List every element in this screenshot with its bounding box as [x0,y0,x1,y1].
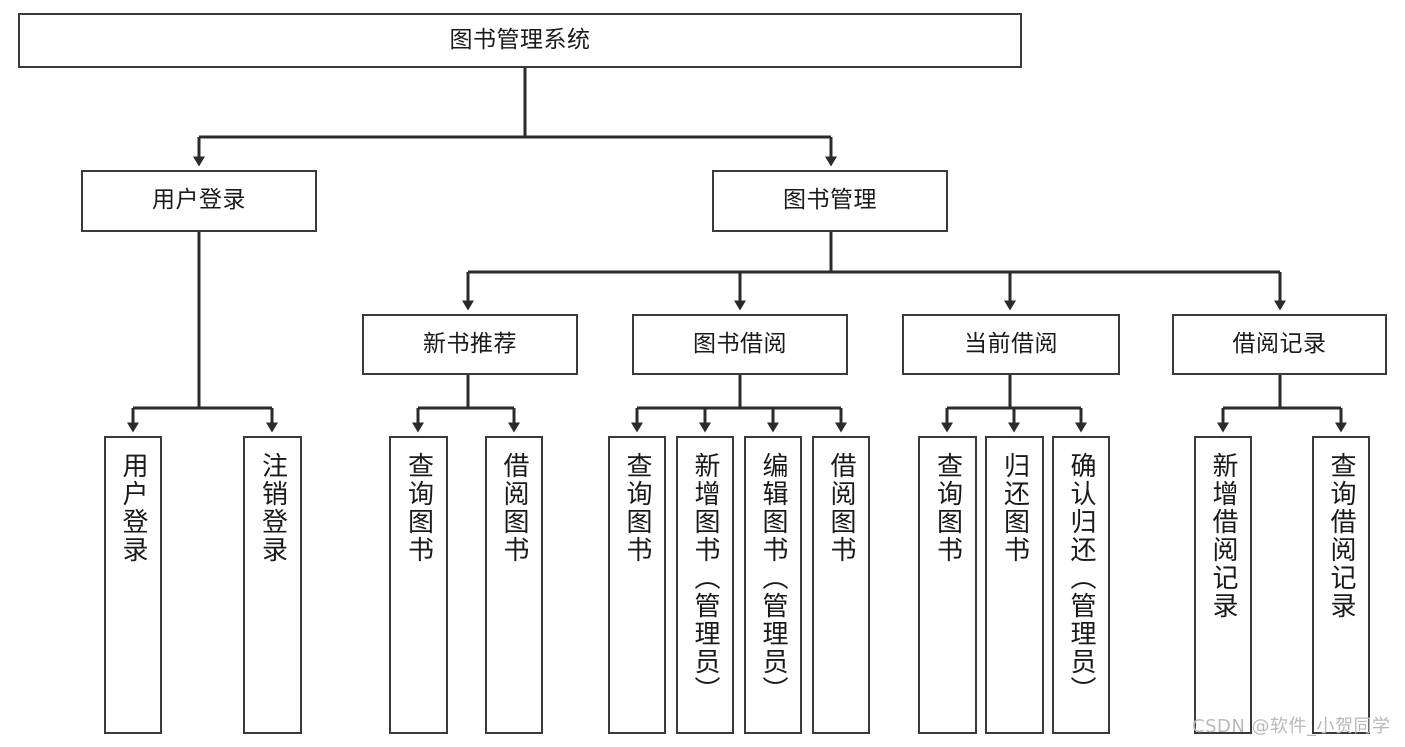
leaf-user-login-label: 用户登录 [118,452,149,564]
node-user-login-label: 用户登录 [152,187,246,214]
node-book-borrowing-label: 图书借阅 [693,330,787,357]
leaf-logout[interactable]: 注销登录 [243,436,302,734]
leaf-query-book-current-label: 查询图书 [932,452,963,564]
node-root-label: 图书管理系统 [449,26,591,53]
node-book-management[interactable]: 图书管理 [712,170,948,232]
leaf-query-book-borrowing-label: 查询图书 [622,452,653,564]
watermark-text: CSDN @软件_小贺同学 [1192,716,1391,737]
node-new-book-recommend[interactable]: 新书推荐 [362,314,578,375]
node-borrow-records-label: 借阅记录 [1232,330,1327,357]
node-current-borrowing[interactable]: 当前借阅 [902,314,1120,375]
node-new-book-recommend-label: 新书推荐 [423,330,517,357]
node-borrow-records[interactable]: 借阅记录 [1172,314,1387,375]
leaf-return-book[interactable]: 归还图书 [985,436,1044,734]
leaf-query-book-borrowing[interactable]: 查询图书 [608,436,666,734]
leaf-user-login[interactable]: 用户登录 [104,436,162,734]
node-book-management-label: 图书管理 [783,187,877,214]
leaf-return-book-label: 归还图书 [999,452,1030,564]
leaf-query-borrow-record-label: 查询借阅记录 [1326,452,1357,620]
leaf-add-book-admin[interactable]: 新增图书（管理员） [676,436,734,734]
leaf-borrow-book-borrowing-label: 借阅图书 [826,452,857,564]
leaf-borrow-book-newbook[interactable]: 借阅图书 [485,436,543,734]
leaf-query-book-current[interactable]: 查询图书 [918,436,977,734]
leaf-borrow-book-borrowing[interactable]: 借阅图书 [812,436,870,734]
leaf-edit-book-admin[interactable]: 编辑图书（管理员） [744,436,802,734]
leaf-borrow-book-newbook-label: 借阅图书 [499,452,530,564]
leaf-confirm-return-admin-label: 确认归还（管理员） [1066,452,1097,704]
node-book-borrowing[interactable]: 图书借阅 [632,314,848,375]
leaf-query-book-newbook-label: 查询图书 [403,452,434,564]
leaf-add-book-admin-label: 新增图书（管理员） [690,452,721,704]
node-current-borrowing-label: 当前借阅 [964,330,1058,357]
leaf-logout-label: 注销登录 [257,452,288,564]
node-user-login[interactable]: 用户登录 [81,170,317,232]
leaf-add-borrow-record[interactable]: 新增借阅记录 [1194,436,1252,734]
leaf-add-borrow-record-label: 新增借阅记录 [1208,452,1239,620]
node-root[interactable]: 图书管理系统 [18,13,1022,68]
leaf-edit-book-admin-label: 编辑图书（管理员） [758,452,789,704]
leaf-query-borrow-record[interactable]: 查询借阅记录 [1312,436,1370,734]
leaf-query-book-newbook[interactable]: 查询图书 [389,436,448,734]
leaf-confirm-return-admin[interactable]: 确认归还（管理员） [1052,436,1110,734]
